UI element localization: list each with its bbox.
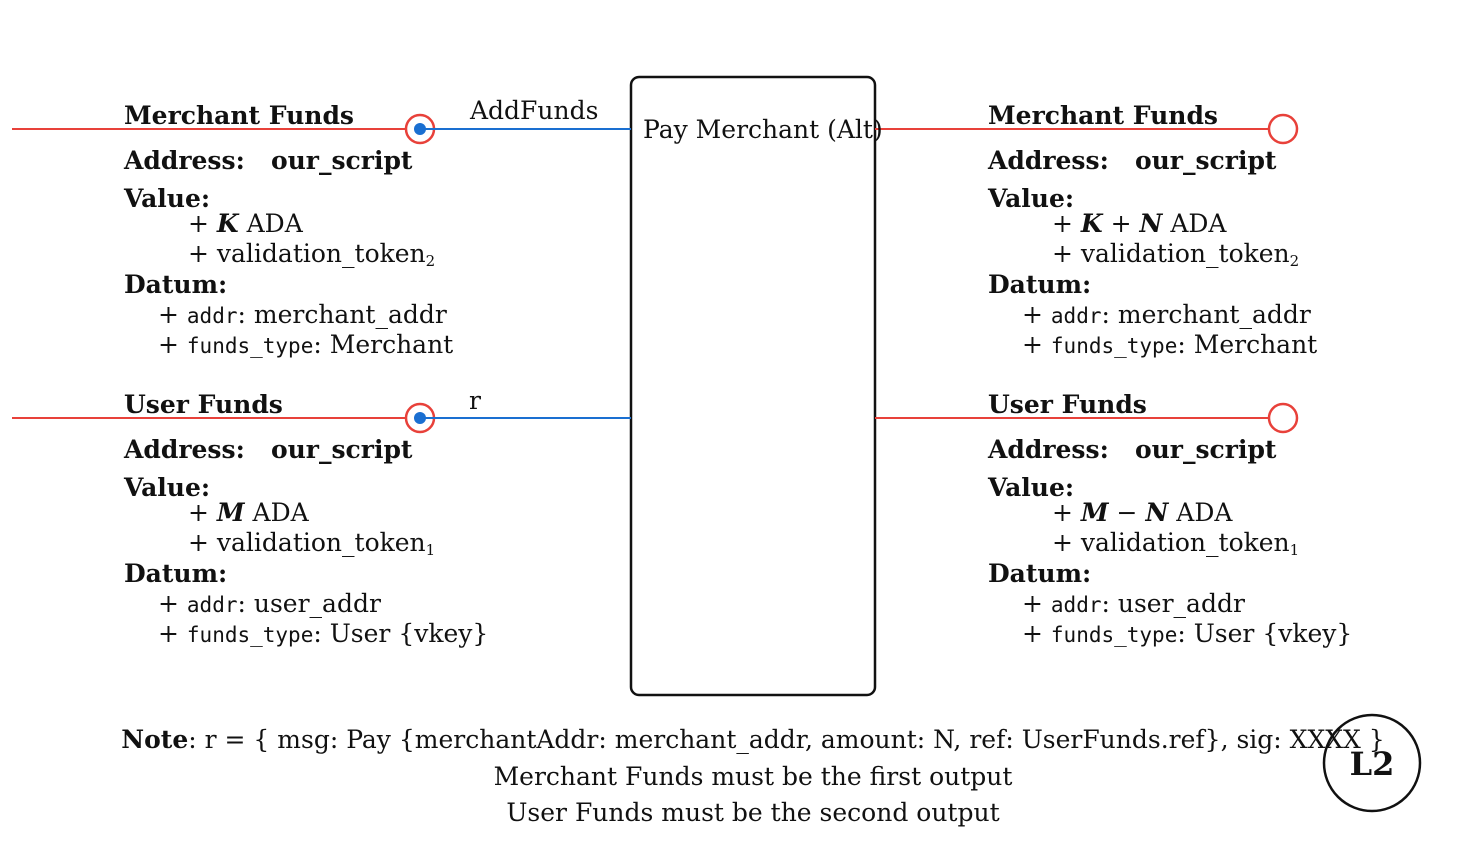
input-user-datum-type: + funds_type: User {vkey} (158, 619, 489, 648)
input-merchant-datum-type: + funds_type: Merchant (158, 330, 454, 359)
output-user-address: Address: our_script (988, 435, 1277, 464)
output-merchant-utxo-circle[interactable] (1267, 113, 1299, 145)
note-label: Note (121, 725, 189, 754)
output-user-value-token: + validation_token1 (1052, 528, 1300, 559)
note-line-1: Note: r = { msg: Pay {merchantAddr: merc… (121, 725, 1385, 754)
redeemer-label-r: r (469, 386, 481, 415)
output-user-datum-type: + funds_type: User {vkey} (1022, 619, 1353, 648)
output-user-value-label: Value: (988, 473, 1075, 502)
input-merchant-datum-label: Datum: (124, 270, 228, 299)
output-user-datum-label: Datum: (988, 559, 1092, 588)
input-user-value-ada: + M ADA (188, 498, 309, 527)
output-merchant-datum-label: Datum: (988, 270, 1092, 299)
transaction-title: Pay Merchant (Alt) (643, 115, 883, 144)
output-merchant-value-token: + validation_token2 (1052, 239, 1300, 270)
input-user-address: Address: our_script (124, 435, 413, 464)
output-merchant-datum-addr: + addr: merchant_addr (1022, 300, 1311, 329)
transaction-box[interactable] (629, 75, 877, 697)
output-user-utxo-circle[interactable] (1267, 402, 1299, 434)
output-user-title: User Funds (988, 390, 1147, 419)
input-user-value-token: + validation_token1 (188, 528, 436, 559)
input-user-datum-label: Datum: (124, 559, 228, 588)
input-user-datum-addr: + addr: user_addr (158, 589, 381, 618)
input-merchant-title: Merchant Funds (124, 101, 354, 130)
output-merchant-title: Merchant Funds (988, 101, 1218, 130)
input-merchant-address: Address: our_script (124, 146, 413, 175)
input-user-title: User Funds (124, 390, 283, 419)
input-merchant-datum-addr: + addr: merchant_addr (158, 300, 447, 329)
badge-circle (1322, 713, 1422, 813)
output-user-datum-addr: + addr: user_addr (1022, 589, 1245, 618)
input-merchant-value-token: + validation_token2 (188, 239, 436, 270)
note-line-3: User Funds must be the second output (506, 798, 1000, 827)
redeemer-label-addfunds: AddFunds (470, 96, 599, 125)
output-merchant-value-ada: + K + N ADA (1052, 209, 1227, 238)
output-merchant-value-label: Value: (988, 184, 1075, 213)
note-line-2: Merchant Funds must be the first output (493, 762, 1013, 791)
output-merchant-datum-type: + funds_type: Merchant (1022, 330, 1318, 359)
input-user-value-label: Value: (124, 473, 211, 502)
input-merchant-value-ada: + K ADA (188, 209, 303, 238)
input-merchant-value-label: Value: (124, 184, 211, 213)
output-user-value-ada: + M − N ADA (1052, 498, 1233, 527)
output-merchant-address: Address: our_script (988, 146, 1277, 175)
badge-label: L2 (1349, 745, 1395, 783)
